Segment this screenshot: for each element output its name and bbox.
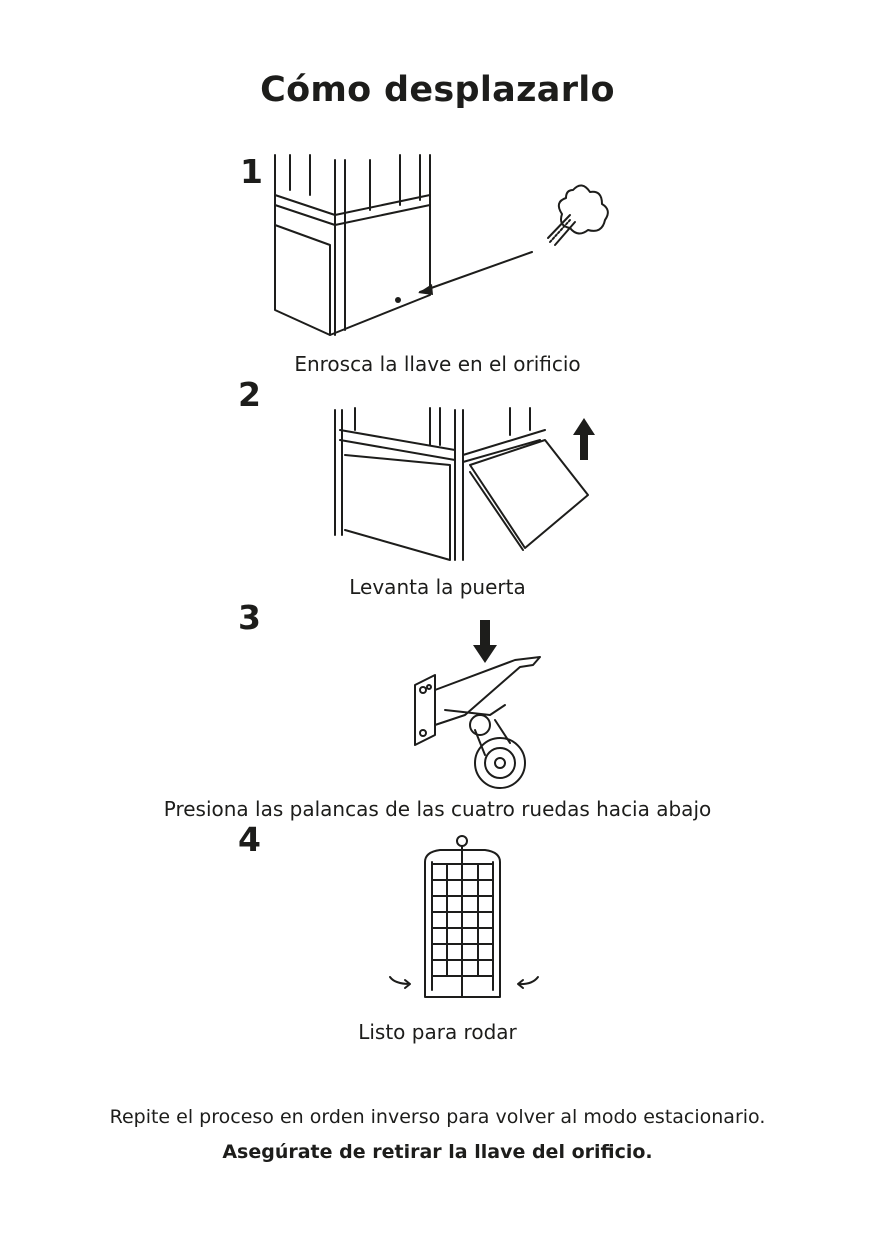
footer-warning: Asegúrate de retirar la llave del orific… [222,1141,653,1163]
step-3-illustration [414,620,541,789]
step-number-3: 3 [238,598,261,637]
footer-note: Repite el proceso en orden inverso para … [109,1106,766,1128]
step-2-illustration [334,407,595,561]
step-4-illustration [389,835,539,998]
step-3-caption: Presiona las palancas de las cuatro rued… [163,797,712,821]
page-title: Cómo desplazarlo [260,70,615,110]
step-4-caption: Listo para rodar [358,1020,517,1044]
step-2-caption: Levanta la puerta [349,575,526,599]
step-1-illustration [274,154,609,336]
step-1-caption: Enrosca la llave en el orificio [294,352,581,376]
step-number-2: 2 [238,375,261,414]
step-number-1: 1 [240,152,263,191]
step-number-4: 4 [238,820,261,859]
